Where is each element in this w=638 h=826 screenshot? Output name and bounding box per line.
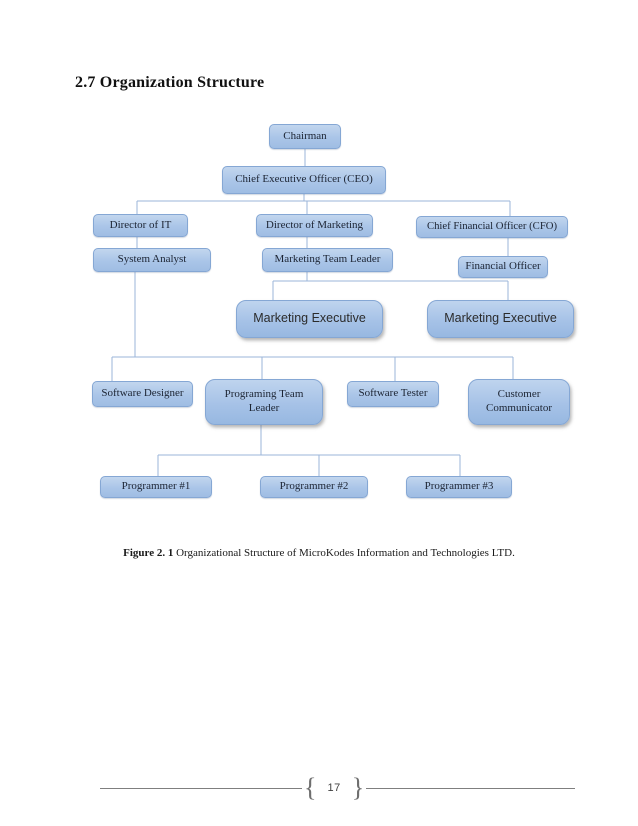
org-node-marketing-executive-1: Marketing Executive	[236, 300, 383, 338]
org-node-ceo: Chief Executive Officer (CEO)	[222, 166, 386, 194]
org-node-chairman: Chairman	[269, 124, 341, 149]
figure-caption-label: Figure 2. 1	[123, 547, 174, 559]
org-node-director-marketing: Director of Marketing	[256, 214, 373, 237]
page-number: 17	[327, 782, 341, 794]
org-node-software-designer: Software Designer	[92, 381, 193, 407]
org-node-cfo: Chief Financial Officer (CFO)	[416, 216, 568, 238]
org-node-system-analyst: System Analyst	[93, 248, 211, 272]
org-node-customer-communicator: Customer Communicator	[468, 379, 570, 425]
org-node-director-it: Director of IT	[93, 214, 188, 237]
figure-caption-text: Organizational Structure of MicroKodes I…	[176, 547, 515, 559]
footer-left-brace: {	[304, 772, 317, 803]
footer-right-brace: }	[351, 772, 365, 803]
org-node-programmer-2: Programmer #2	[260, 476, 368, 498]
org-node-programmer-1: Programmer #1	[100, 476, 212, 498]
org-node-programing-team-leader: Programing Team Leader	[205, 379, 323, 425]
org-node-marketing-executive-2: Marketing Executive	[427, 300, 574, 338]
section-heading: 2.7 Organization Structure	[75, 74, 265, 91]
figure-caption: Figure 2. 1 Organizational Structure of …	[0, 547, 638, 559]
org-node-marketing-team-leader: Marketing Team Leader	[262, 248, 393, 272]
page-footer: { 17 }	[100, 774, 575, 802]
org-node-programmer-3: Programmer #3	[406, 476, 512, 498]
footer-rule-right	[366, 787, 575, 789]
footer-rule-left	[100, 787, 302, 789]
org-node-software-tester: Software Tester	[347, 381, 439, 407]
org-node-financial-officer: Financial Officer	[458, 256, 548, 278]
